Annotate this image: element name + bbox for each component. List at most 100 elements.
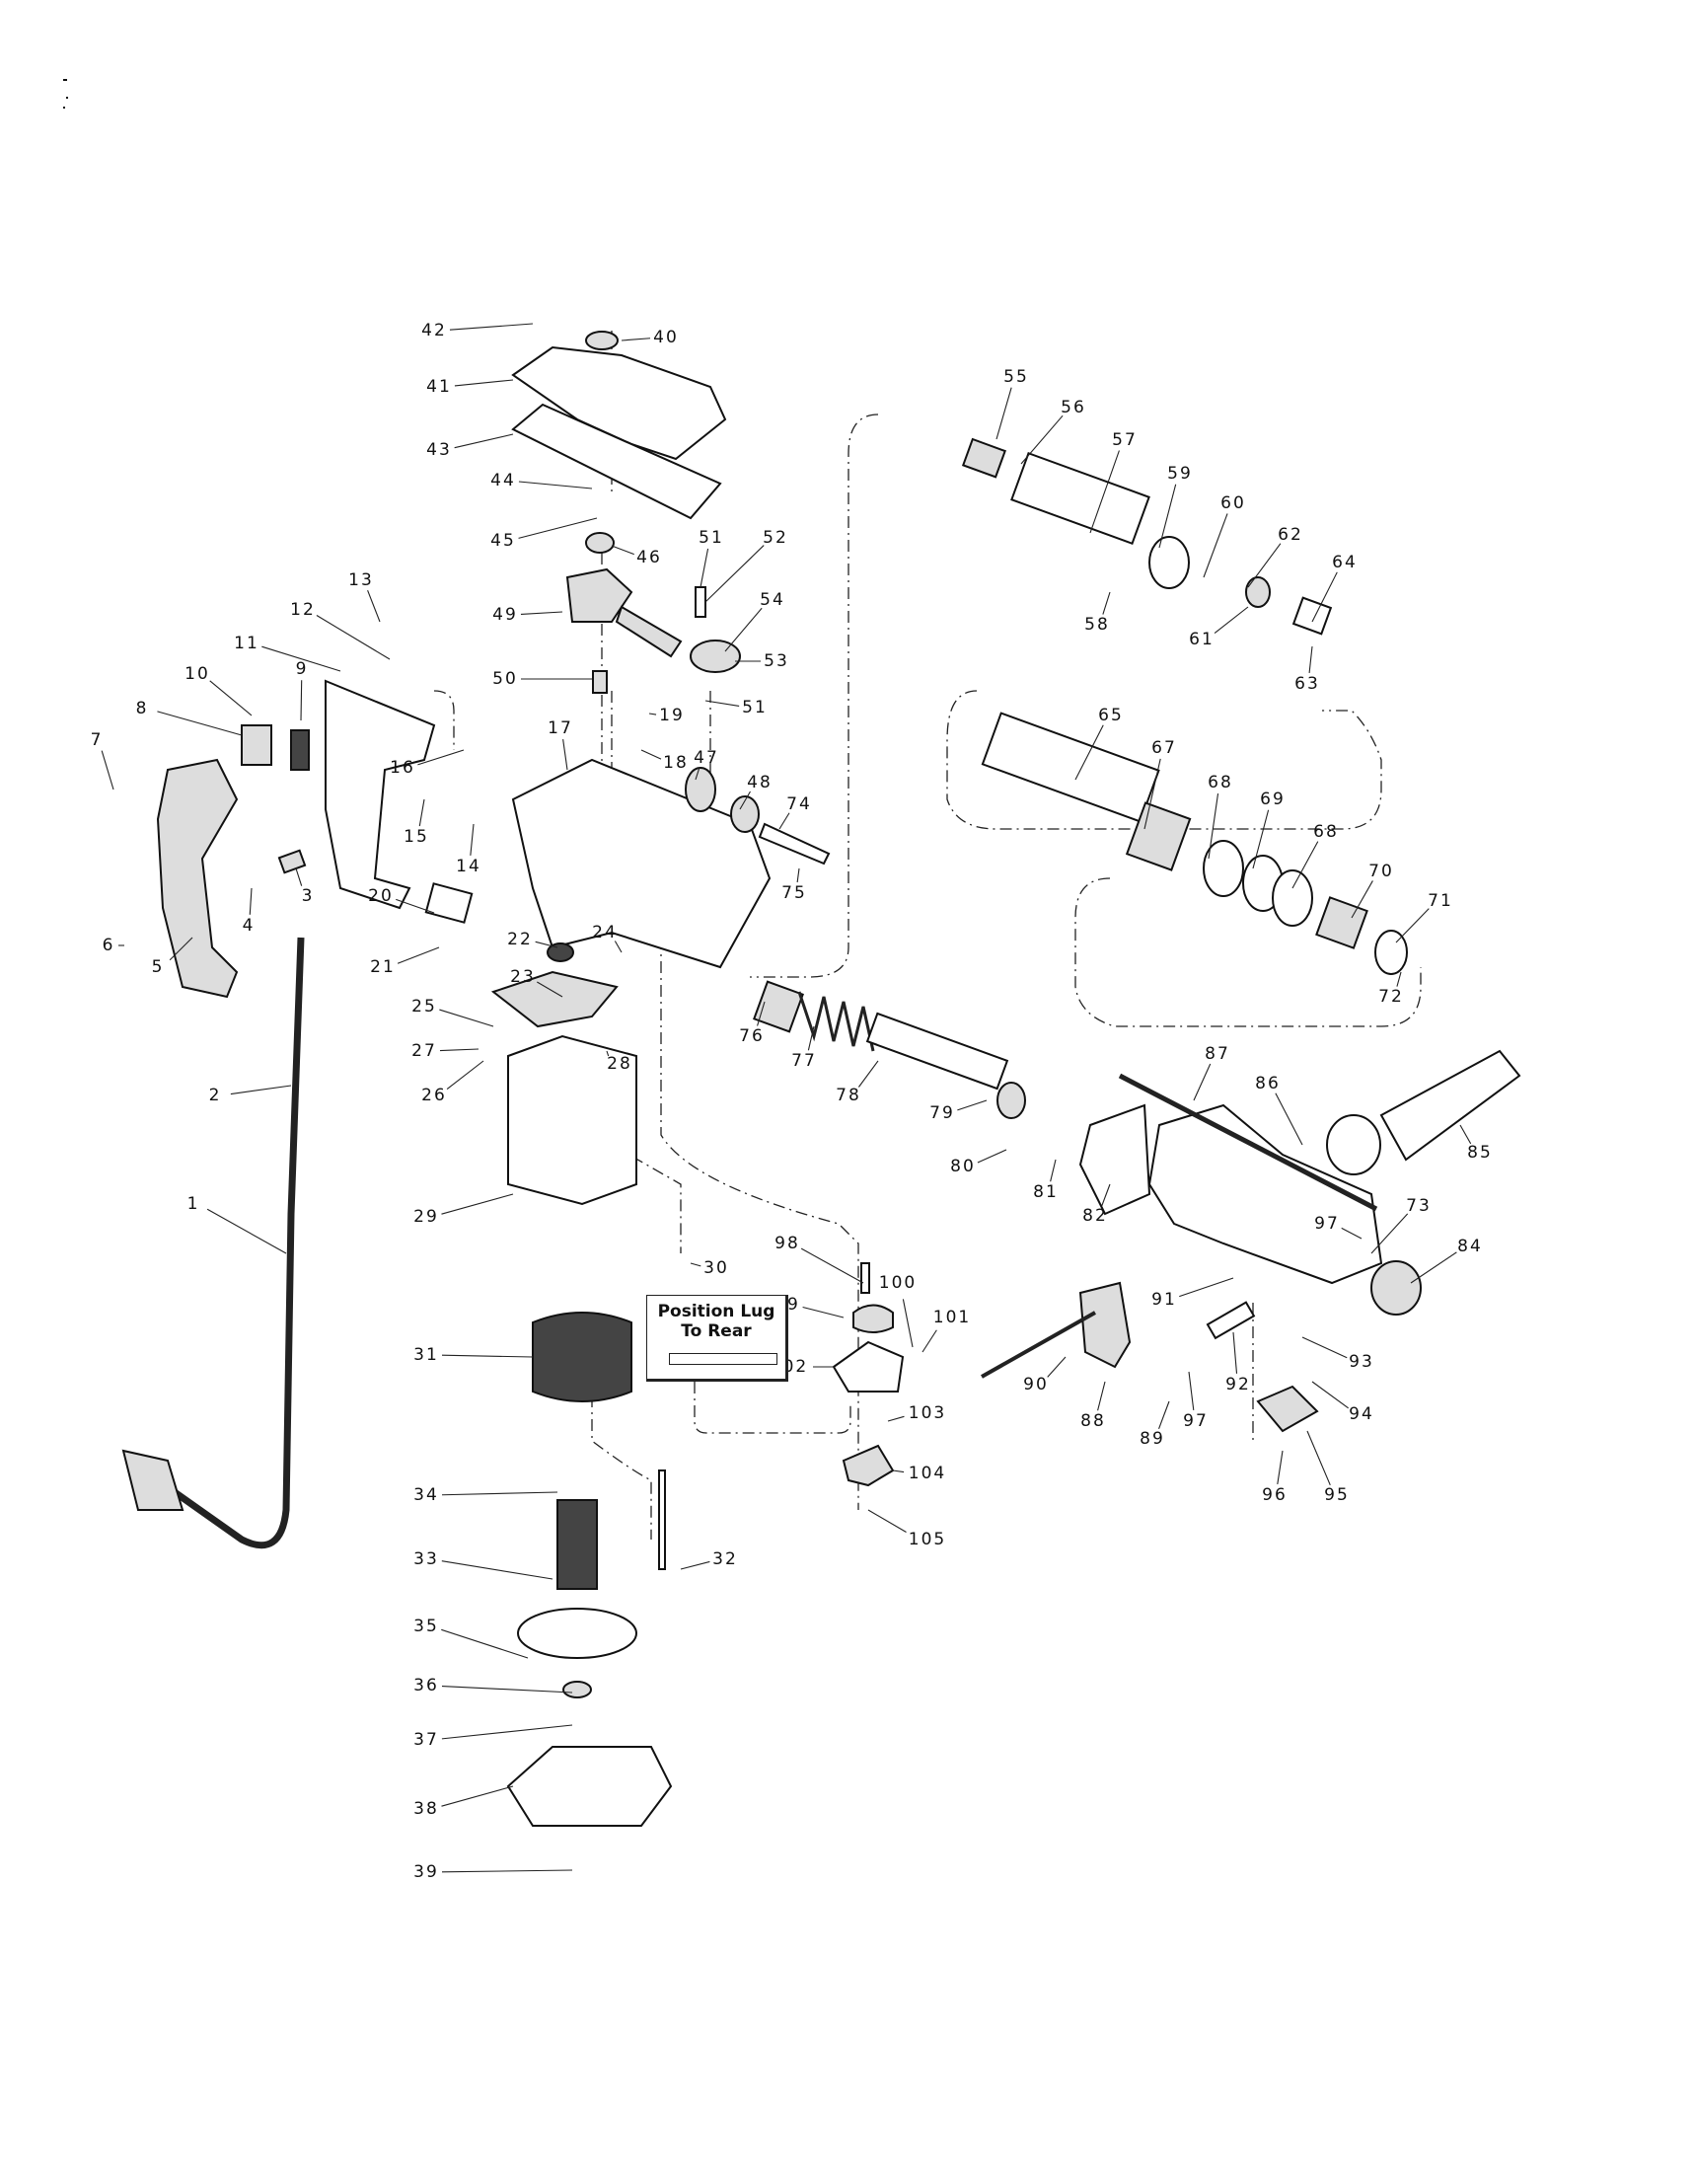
leader-70 bbox=[1351, 880, 1373, 919]
callout-41: 41 bbox=[426, 377, 452, 397]
callout-97b: 97 bbox=[1183, 1411, 1209, 1431]
callout-26: 26 bbox=[421, 1086, 447, 1105]
leader-15 bbox=[418, 798, 425, 827]
leader-73 bbox=[1370, 1213, 1409, 1254]
part-90-bolt bbox=[981, 1311, 1096, 1379]
leader-94 bbox=[1311, 1381, 1349, 1409]
callout-47: 47 bbox=[694, 748, 719, 768]
callout-38: 38 bbox=[413, 1799, 439, 1819]
leader-2 bbox=[230, 1085, 292, 1095]
part-8-switch bbox=[241, 724, 272, 766]
callout-96: 96 bbox=[1262, 1485, 1288, 1505]
callout-70: 70 bbox=[1368, 862, 1394, 881]
leader-99 bbox=[802, 1306, 845, 1318]
leader-44 bbox=[518, 481, 593, 490]
leader-51b bbox=[704, 700, 740, 707]
leader-79 bbox=[957, 1099, 988, 1111]
part-102-plate bbox=[832, 1340, 905, 1393]
callout-49: 49 bbox=[492, 605, 518, 625]
note-lug-illustration bbox=[669, 1353, 777, 1365]
callout-81: 81 bbox=[1033, 1182, 1059, 1202]
leader-61 bbox=[1214, 606, 1249, 634]
callout-16: 16 bbox=[390, 758, 415, 778]
callout-3: 3 bbox=[302, 886, 315, 906]
callout-88: 88 bbox=[1080, 1411, 1106, 1431]
leader-75 bbox=[796, 867, 800, 883]
leader-21 bbox=[397, 946, 440, 964]
callout-67: 67 bbox=[1151, 738, 1177, 758]
part-31-field bbox=[532, 1312, 632, 1402]
part-29-field-housing bbox=[507, 1034, 637, 1206]
callout-92: 92 bbox=[1225, 1375, 1251, 1394]
leader-30 bbox=[690, 1262, 701, 1267]
leader-74 bbox=[778, 812, 790, 830]
callout-10: 10 bbox=[184, 664, 210, 684]
part-35-fan bbox=[517, 1608, 637, 1659]
part-104-lever bbox=[842, 1444, 895, 1487]
leader-100 bbox=[902, 1299, 914, 1348]
callout-105: 105 bbox=[909, 1530, 946, 1549]
part-79-bearing bbox=[996, 1082, 1026, 1119]
leader-16 bbox=[417, 749, 465, 766]
leader-97a bbox=[1341, 1227, 1363, 1240]
callout-25: 25 bbox=[411, 997, 437, 1017]
part-67-sleeve bbox=[1125, 801, 1192, 871]
part-23-brush-holder bbox=[490, 970, 619, 1028]
leader-56 bbox=[1020, 414, 1064, 465]
part-62-ring bbox=[1245, 576, 1271, 608]
part-68-ring bbox=[1203, 840, 1244, 897]
leader-48 bbox=[739, 791, 751, 810]
part-73-gearcase bbox=[1147, 1103, 1383, 1285]
callout-97a: 97 bbox=[1314, 1214, 1340, 1234]
callout-73: 73 bbox=[1406, 1196, 1432, 1216]
part-17-housing bbox=[511, 758, 772, 969]
callout-2: 2 bbox=[209, 1086, 222, 1105]
part-20-plate bbox=[424, 882, 474, 924]
leader-11 bbox=[261, 645, 341, 672]
callout-48: 48 bbox=[747, 773, 773, 792]
callout-27: 27 bbox=[411, 1041, 437, 1061]
callout-19: 19 bbox=[659, 706, 685, 725]
scan-specks bbox=[63, 79, 68, 109]
leader-78 bbox=[857, 1060, 879, 1088]
callout-61: 61 bbox=[1189, 630, 1215, 649]
callout-40: 40 bbox=[653, 328, 679, 347]
callout-72: 72 bbox=[1378, 987, 1404, 1007]
note-line-2: To Rear bbox=[681, 1321, 752, 1341]
callout-87: 87 bbox=[1205, 1044, 1230, 1064]
callout-1: 1 bbox=[187, 1194, 200, 1214]
callout-77: 77 bbox=[791, 1051, 817, 1071]
leader-31 bbox=[441, 1354, 534, 1358]
part-55-sleeve bbox=[961, 437, 1006, 479]
callout-7: 7 bbox=[91, 730, 104, 750]
callout-68a: 68 bbox=[1208, 773, 1233, 792]
leader-89 bbox=[1158, 1400, 1170, 1429]
callout-45: 45 bbox=[490, 531, 516, 551]
part-shapes bbox=[121, 331, 1521, 1827]
callout-21: 21 bbox=[370, 957, 396, 977]
part-47-gear bbox=[685, 767, 716, 812]
leader-23 bbox=[537, 981, 563, 998]
leader-39 bbox=[441, 1869, 573, 1873]
leader-17 bbox=[562, 738, 568, 771]
part-71-ring bbox=[1374, 930, 1408, 975]
leader-45 bbox=[518, 517, 598, 539]
leader-64 bbox=[1311, 571, 1338, 623]
leader-90 bbox=[1047, 1356, 1067, 1378]
part-87-rod bbox=[1118, 1073, 1378, 1212]
part-57-barrel bbox=[1010, 451, 1150, 546]
callout-84: 84 bbox=[1457, 1237, 1483, 1256]
leader-1 bbox=[206, 1208, 287, 1254]
callout-85: 85 bbox=[1467, 1143, 1493, 1163]
callout-36: 36 bbox=[413, 1676, 439, 1695]
callout-18: 18 bbox=[663, 753, 689, 773]
callout-93: 93 bbox=[1349, 1352, 1374, 1372]
leader-103 bbox=[887, 1415, 905, 1422]
callout-95: 95 bbox=[1324, 1485, 1350, 1505]
part-85-side-handle bbox=[1379, 1049, 1521, 1162]
leader-24 bbox=[614, 941, 623, 953]
part-7-handle bbox=[156, 758, 239, 999]
callout-15: 15 bbox=[404, 827, 429, 847]
part-70-bearing bbox=[1315, 896, 1368, 949]
